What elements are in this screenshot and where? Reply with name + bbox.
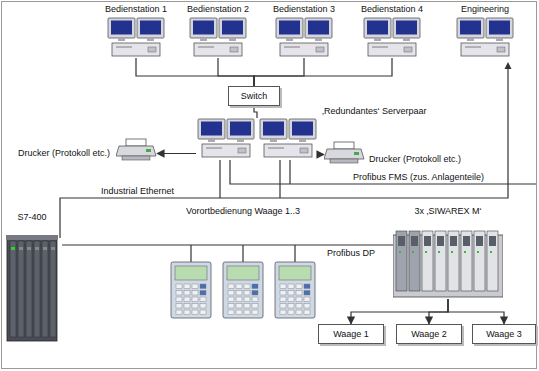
- connector: [254, 106, 257, 118]
- workstation-icon: [362, 17, 422, 58]
- workstation-icon: [188, 17, 248, 58]
- printer-icon: [324, 141, 365, 164]
- panel-link: [294, 245, 295, 262]
- printer: Drucker (Protokoll etc.): [18, 138, 157, 161]
- node-text: Bedienstation 4: [361, 4, 423, 15]
- node-text: Vorortbedienung Waage 1..3: [186, 206, 300, 217]
- node-text: Waage 2: [411, 329, 447, 340]
- connector: [318, 154, 324, 155]
- connector: [157, 153, 196, 154]
- workstation-icon: [455, 17, 515, 58]
- plc-s7-400: S7-400: [6, 212, 58, 343]
- workstation: Engineering: [455, 4, 515, 58]
- connector: [254, 58, 304, 86]
- workstation-icon: [455, 17, 515, 58]
- node-text: Engineering: [461, 4, 509, 15]
- workstation: Bedienstation 4: [361, 4, 423, 58]
- workstation-icon: [274, 17, 334, 58]
- scale-box: Waage 2: [396, 324, 462, 344]
- panel-link: [242, 245, 243, 262]
- bus-label: Profibus DP: [326, 248, 376, 259]
- siwarex-modules: 3x ‚SIWAREX M‘: [393, 206, 503, 299]
- printer-icon: [116, 138, 157, 161]
- server-link: [279, 160, 280, 198]
- profibus-dp-bus: [62, 244, 396, 245]
- plc-s7-400-icon: [6, 235, 58, 343]
- industrial-ethernet-bus: [60, 66, 508, 238]
- connector: [254, 58, 392, 86]
- siwarex-rack-icon: [393, 227, 503, 299]
- connector: [136, 58, 254, 86]
- node-text: Drucker (Protokoll etc.): [18, 148, 110, 159]
- server-pair-icon: [196, 118, 318, 159]
- panel-link: [190, 245, 191, 262]
- node-text: Waage 1: [333, 329, 369, 340]
- connector: [351, 299, 448, 324]
- printer-icon: [116, 138, 157, 161]
- node-text: Bedienstation 3: [273, 4, 335, 15]
- node-text: ‚Redundantes‘ Serverpaar: [322, 106, 427, 117]
- node-text: 3x ‚SIWAREX M‘: [414, 206, 481, 217]
- scale-box: Waage 3: [472, 324, 536, 344]
- connector: [218, 58, 254, 86]
- workstation-icon: [362, 17, 422, 58]
- workstation-icon: [188, 17, 248, 58]
- bus-label: Industrial Ethernet: [100, 186, 175, 197]
- connector: [429, 299, 448, 324]
- server-pair: ‚Redundantes‘ Serverpaar: [196, 118, 318, 159]
- workstation-icon: [274, 17, 334, 58]
- local-operator-panels: Vorortbedienung Waage 1..3: [170, 206, 316, 319]
- operator-panel-icons: [170, 261, 316, 319]
- server-link: [289, 160, 290, 184]
- switch-box: Switch: [228, 86, 280, 106]
- node-text: S7-400: [17, 212, 46, 223]
- server-pair-icon: [196, 118, 318, 159]
- operator-panel-icons: [170, 261, 316, 319]
- printer-icon: [324, 141, 365, 164]
- node-text: Switch: [241, 91, 268, 102]
- workstation-icon: [106, 17, 166, 58]
- scale-box: Waage 1: [318, 324, 384, 344]
- siwarex-rack-icon: [393, 227, 503, 299]
- node-text: Drucker (Protokoll etc.): [369, 154, 461, 165]
- workstation: Bedienstation 3: [273, 4, 335, 58]
- node-text: Bedienstation 2: [187, 4, 249, 15]
- printer: Drucker (Protokoll etc.): [324, 140, 461, 165]
- node-text: Bedienstation 1: [105, 4, 167, 15]
- workstation-icon: [106, 17, 166, 58]
- workstation: Bedienstation 2: [187, 4, 249, 58]
- plc-s7-400-icon: [6, 235, 58, 343]
- connector: [448, 299, 504, 324]
- bus-label: Profibus FMS (zus. Anlagenteile): [352, 172, 485, 183]
- node-text: Waage 3: [486, 329, 522, 340]
- workstation: Bedienstation 1: [105, 4, 167, 58]
- server-link: [219, 160, 220, 198]
